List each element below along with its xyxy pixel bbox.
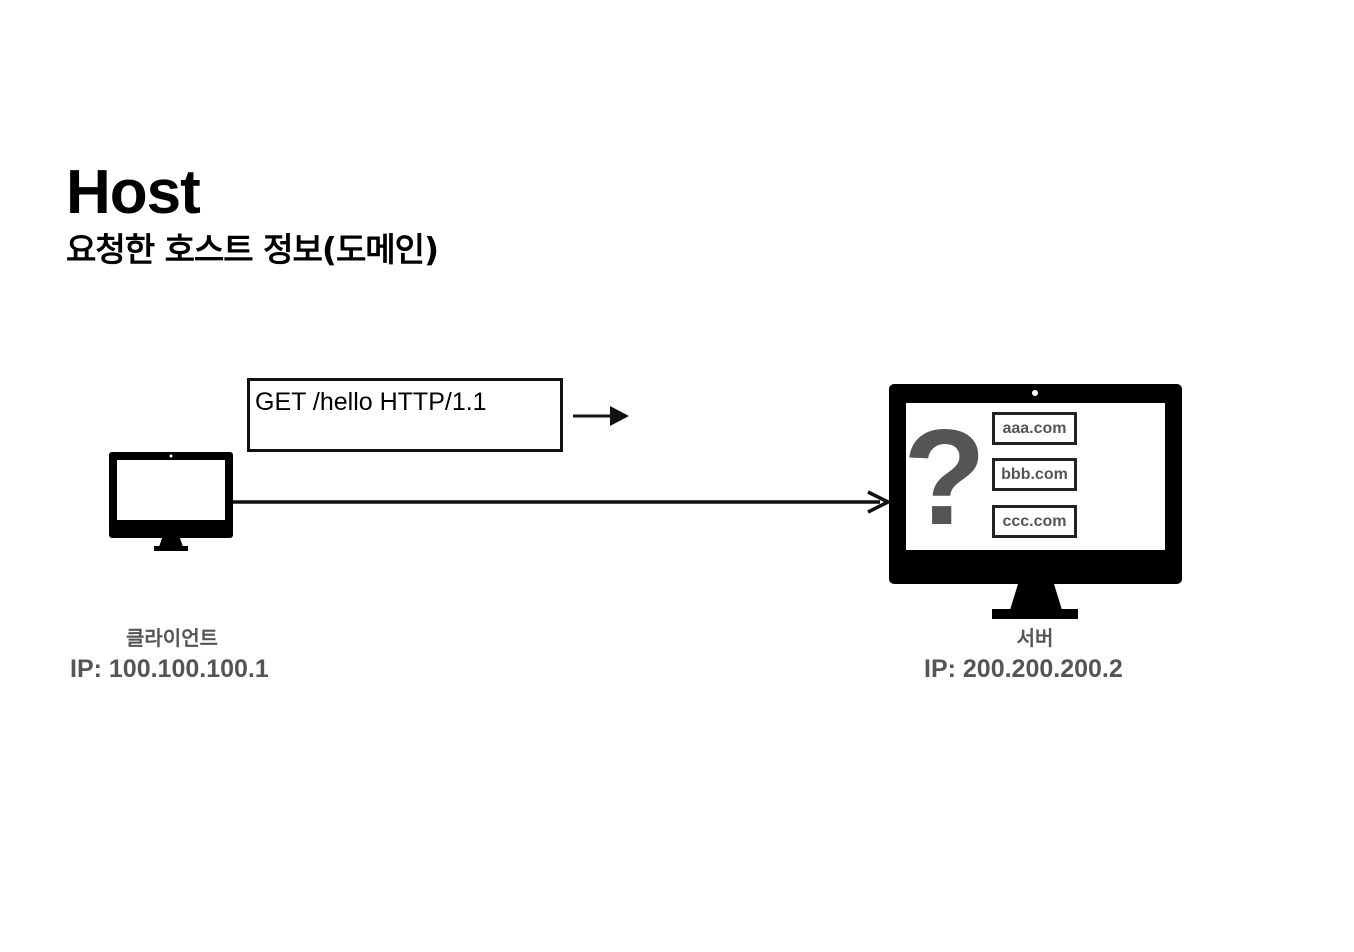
- page-subtitle: 요청한 호스트 정보(도메인): [66, 230, 439, 269]
- client-ip: IP: 100.100.100.1: [70, 655, 269, 683]
- request-arrow-icon: [233, 490, 892, 514]
- domain-box-bbb: bbb.com: [992, 458, 1077, 491]
- request-direction-arrow-icon: [573, 406, 629, 426]
- client-monitor-icon: [109, 452, 233, 551]
- http-request-box: GET /hello HTTP/1.1: [247, 378, 563, 452]
- unknown-host-mark: ?: [903, 401, 987, 553]
- http-request-line: GET /hello HTTP/1.1: [255, 388, 487, 416]
- domain-box-ccc: ccc.com: [992, 505, 1077, 538]
- server-ip: IP: 200.200.200.2: [924, 655, 1123, 683]
- server-label: 서버: [1016, 626, 1054, 650]
- client-label: 클라이언트: [126, 626, 218, 650]
- page-title: Host: [66, 158, 201, 227]
- domain-box-aaa: aaa.com: [992, 412, 1077, 445]
